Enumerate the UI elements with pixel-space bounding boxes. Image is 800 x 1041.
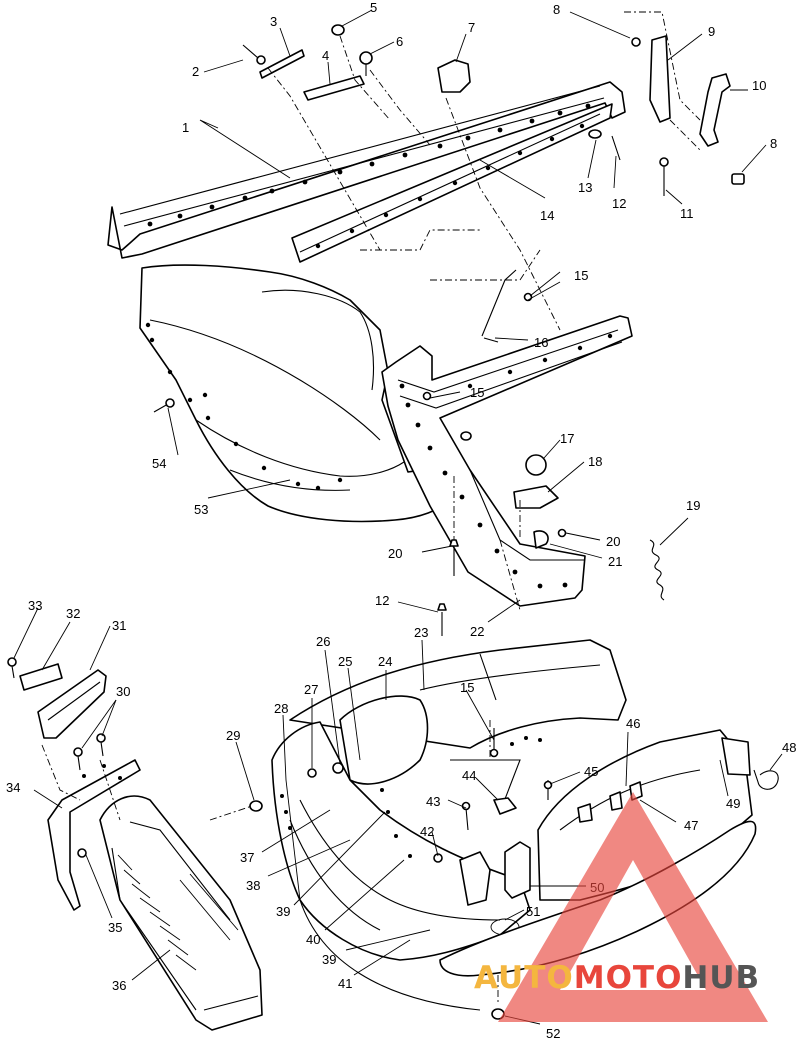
callout-41: 41 — [338, 976, 352, 991]
alignment-lines-upper — [267, 11, 701, 611]
svg-text:AUTOMOTOHUB: AUTOMOTOHUB — [474, 960, 760, 996]
callout-29: 29 — [226, 728, 240, 743]
part-53-hood-panel — [139, 264, 451, 523]
callout-30: 30 — [116, 684, 130, 699]
callout-9: 9 — [708, 24, 715, 39]
callout-26: 26 — [316, 634, 330, 649]
callout-8a: 8 — [553, 2, 560, 17]
callout-20b: 20 — [606, 534, 620, 549]
part-1-bracket-bar — [107, 81, 626, 259]
callout-33: 33 — [28, 598, 42, 613]
parts-lower-left — [7, 657, 263, 1031]
callout-38: 38 — [246, 878, 260, 893]
callout-17: 17 — [560, 431, 574, 446]
callout-31: 31 — [112, 618, 126, 633]
part-14-rail — [291, 103, 613, 263]
callout-39b: 39 — [322, 952, 336, 967]
callout-2: 2 — [192, 64, 199, 79]
callout-15a: 15 — [574, 268, 588, 283]
callout-6: 6 — [396, 34, 403, 49]
callout-23: 23 — [414, 625, 428, 640]
callout-44: 44 — [462, 768, 476, 783]
callout-34: 34 — [6, 780, 20, 795]
callout-46: 46 — [626, 716, 640, 731]
watermark-text-auto: AUTO — [474, 960, 574, 996]
callout-45: 45 — [584, 764, 598, 779]
callout-32: 32 — [66, 606, 80, 621]
parts-lower-center — [209, 639, 627, 1020]
callout-11: 11 — [680, 206, 694, 221]
callout-35: 35 — [108, 920, 122, 935]
callout-18: 18 — [588, 454, 602, 469]
callout-37: 37 — [240, 850, 254, 865]
hardware-upper — [153, 24, 745, 636]
callout-52: 52 — [546, 1026, 560, 1041]
watermark-text-moto: MOTO — [574, 960, 683, 996]
callout-14: 14 — [540, 208, 554, 223]
callout-48: 48 — [782, 740, 796, 755]
callout-15c: 15 — [460, 680, 474, 695]
callout-7: 7 — [468, 20, 475, 35]
callout-25: 25 — [338, 654, 352, 669]
callout-8b: 8 — [770, 136, 777, 151]
callout-36: 36 — [112, 978, 126, 993]
callout-40: 40 — [306, 932, 320, 947]
callout-12a: 12 — [612, 196, 626, 211]
callout-5: 5 — [370, 0, 377, 15]
callout-22: 22 — [470, 624, 484, 639]
callout-39a: 39 — [276, 904, 290, 919]
callout-20a: 20 — [388, 546, 402, 561]
callout-13: 13 — [578, 180, 592, 195]
callout-47: 47 — [684, 818, 698, 833]
callout-16: 16 — [534, 335, 548, 350]
callout-54: 54 — [152, 456, 166, 471]
callout-24: 24 — [378, 654, 392, 669]
callout-27: 27 — [304, 682, 318, 697]
callout-21: 21 — [608, 554, 622, 569]
callout-12b: 12 — [375, 593, 389, 608]
callout-10: 10 — [752, 78, 766, 93]
callout-15b: 15 — [470, 385, 484, 400]
callout-labels: 1 2 3 4 5 6 7 8 8 9 10 11 12 12 13 14 15… — [6, 0, 796, 1041]
callout-4: 4 — [322, 48, 329, 63]
callout-3: 3 — [270, 14, 277, 29]
callout-49: 49 — [726, 796, 740, 811]
part-22-frame — [381, 315, 633, 607]
callout-43: 43 — [426, 794, 440, 809]
callout-42: 42 — [420, 824, 434, 839]
automotohub-watermark: AUTOMOTOHUB — [474, 792, 768, 1022]
watermark-text-hub: HUB — [682, 960, 760, 996]
callout-1: 1 — [182, 120, 189, 135]
watermark-triangle-icon — [498, 792, 768, 1022]
callout-51: 51 — [526, 904, 540, 919]
callout-28: 28 — [274, 701, 288, 716]
callout-53: 53 — [194, 502, 208, 517]
callout-19: 19 — [686, 498, 700, 513]
